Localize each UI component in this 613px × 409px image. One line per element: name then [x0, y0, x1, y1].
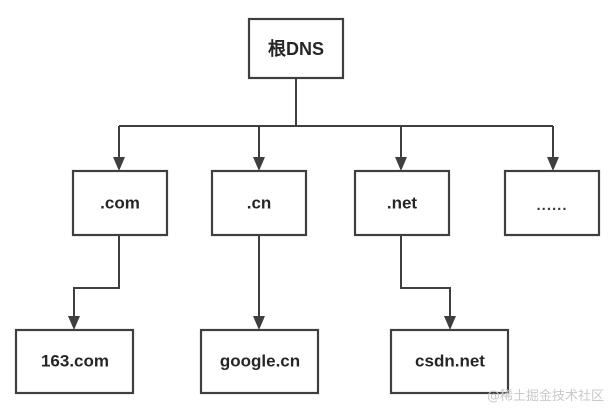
node-root-dns-box: [247, 17, 345, 80]
node-tld-more-label: ......: [536, 197, 567, 214]
node-tld-cn[interactable]: .cn: [210, 169, 308, 237]
node-tld-net[interactable]: .net: [353, 169, 451, 237]
node-domain-csdnnet[interactable]: csdn.net: [389, 328, 510, 395]
node-domain-csdnnet-label: csdn.net: [415, 351, 485, 370]
arrow-head-googlecn: [253, 316, 265, 330]
node-tld-com-label: .com: [100, 193, 140, 212]
node-root-dns-label: 根DNS: [268, 38, 324, 59]
node-tld-more[interactable]: ......: [503, 169, 601, 237]
node-domain-163com[interactable]: 163.com: [14, 328, 135, 395]
node-tld-more-box: [503, 169, 601, 237]
arrow-head-ellipsis: [547, 157, 559, 171]
node-domain-googlecn-box: [199, 328, 320, 395]
node-domain-163com-box: [14, 328, 135, 395]
link-com-to-163com: [73, 235, 120, 319]
node-tld-cn-label: .cn: [247, 193, 272, 212]
arrow-head-cn: [253, 157, 265, 171]
node-tld-cn-box: [210, 169, 308, 237]
connector-tlds-to-domains: [68, 235, 456, 330]
watermark-text: @稀土掘金技术社区: [487, 388, 604, 404]
node-domain-googlecn[interactable]: google.cn: [199, 328, 320, 395]
node-domain-googlecn-label: google.cn: [220, 351, 300, 370]
node-domain-csdnnet-box: [389, 328, 510, 395]
arrow-head-163com: [68, 316, 80, 330]
connector-root-to-tlds: [113, 78, 559, 171]
arrow-head-net: [395, 157, 407, 171]
node-tld-com[interactable]: .com: [71, 169, 169, 237]
node-tld-net-box: [353, 169, 451, 237]
arrow-head-com: [113, 157, 125, 171]
link-net-to-csdnnet: [400, 235, 451, 319]
node-root-dns[interactable]: 根DNS: [247, 17, 345, 80]
node-tld-net-label: .net: [387, 193, 418, 212]
node-domain-163com-label: 163.com: [41, 351, 109, 370]
node-tld-com-box: [71, 169, 169, 237]
arrow-head-csdnnet: [444, 316, 456, 330]
